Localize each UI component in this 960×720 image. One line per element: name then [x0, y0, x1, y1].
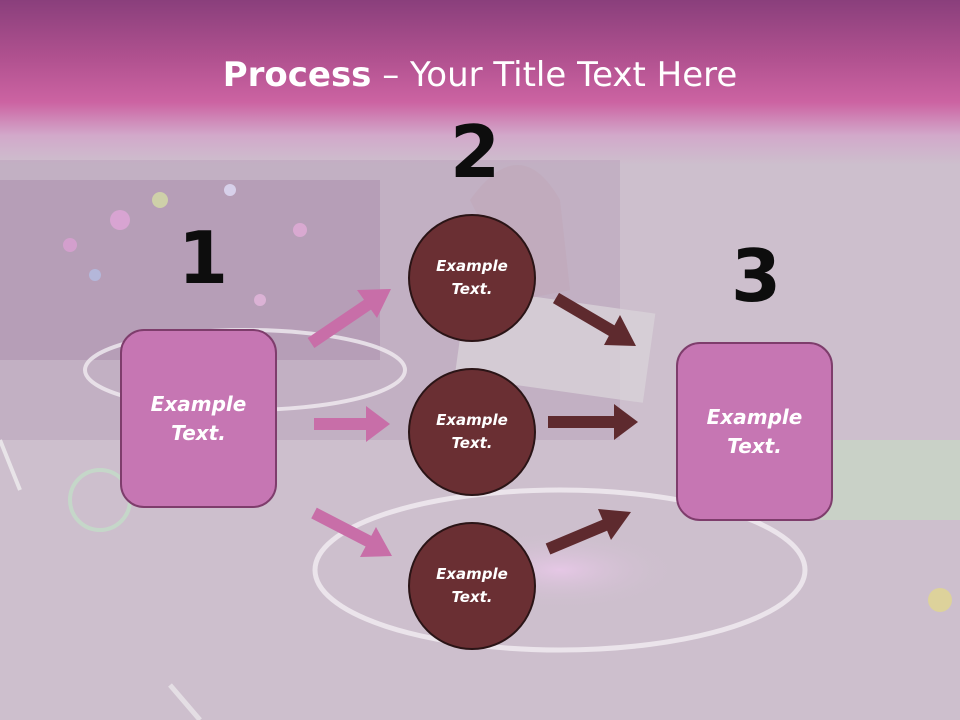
step-two-circle-bottom: Example Text. [408, 522, 536, 650]
page-title: Process – Your Title Text Here [0, 50, 960, 100]
step-number-3: 3 [731, 234, 782, 318]
step-three-text: Example Text. [706, 404, 803, 458]
circle-top-text: Example Text. [436, 257, 508, 298]
arrow-from-middle-circle [548, 404, 638, 440]
arrow-from-bottom-circle [545, 509, 631, 555]
arrow-to-middle-circle [314, 406, 390, 442]
step-number-1: 1 [178, 216, 229, 300]
title-rest: – Your Title Text Here [371, 55, 738, 95]
arrow-from-top-circle [552, 292, 636, 346]
step-one-text: Example Text. [150, 391, 247, 445]
step-one-box: Example Text. [120, 329, 277, 508]
circle-bottom-text: Example Text. [436, 565, 508, 606]
step-two-circle-middle: Example Text. [408, 368, 536, 496]
arrow-to-bottom-circle [311, 507, 392, 557]
title-bold: Process [222, 55, 372, 95]
step-number-2: 2 [450, 110, 501, 194]
step-three-box: Example Text. [676, 342, 833, 521]
title-banner [0, 0, 960, 165]
step-two-circle-top: Example Text. [408, 214, 536, 342]
arrow-to-top-circle [307, 289, 391, 348]
circle-middle-text: Example Text. [436, 411, 508, 452]
